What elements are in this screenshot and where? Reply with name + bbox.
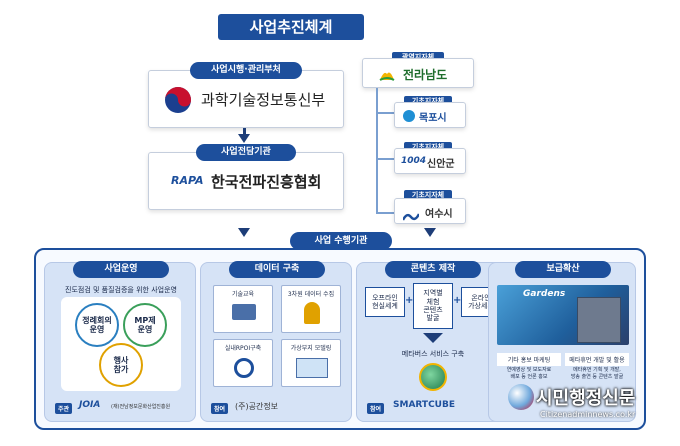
data-cell-education: 기술교육: [213, 285, 273, 333]
connector-line: [376, 88, 378, 214]
content-box-offline: 오프라인 현실세계: [365, 287, 405, 317]
cell-label: 실내RPOI구축: [224, 345, 262, 352]
panel-title: 콘텐츠 제작: [385, 261, 481, 278]
connector-branch: [376, 112, 394, 114]
sinan-logo: 1004: [401, 156, 427, 166]
arrow-down-icon: [238, 134, 250, 143]
page-title: 사업추진체계: [218, 14, 364, 40]
caption-marketing: 기타 홍보 마케팅: [497, 353, 561, 366]
ministry-box: 과학기술정보통신부: [148, 70, 344, 128]
province-name: 전라남도: [403, 68, 448, 82]
agency-header: 사업전담기관: [196, 144, 296, 161]
promo-photo: Gardens: [497, 285, 629, 345]
data-cell-3d: 3차원 데이터 수집: [281, 285, 341, 333]
chevron-down-icon: [423, 333, 443, 343]
building-shape: [577, 297, 621, 343]
local-gov-box-yeosu: 여수시: [394, 198, 466, 224]
arrow-down-icon: [424, 228, 436, 237]
watermark-name: 시민행정신문: [536, 388, 636, 409]
footer-text: (재)전남정보문화산업진흥원: [111, 404, 171, 410]
local-gov-box-sinan: 1004 신안군: [394, 148, 466, 174]
cell-label: 기술교육: [231, 291, 255, 298]
bubble-event: 행사 참가: [99, 343, 143, 387]
yeosu-logo-icon: [401, 207, 421, 221]
ministry-header: 사업시행·관리부처: [190, 62, 302, 79]
connector-branch: [376, 212, 394, 214]
agency-name: 한국전파진흥협회: [211, 173, 322, 191]
local-gov-name: 여수시: [425, 209, 453, 220]
province-header: 광역지자체: [392, 52, 444, 63]
globe-icon: [419, 363, 447, 391]
local-gov-name: 목포시: [419, 113, 447, 124]
jeonnam-logo-icon: [379, 67, 395, 81]
panel-data: 데이터 구축 기술교육 3차원 데이터 수집 실내RPOI구축 가상부지 모델링…: [200, 261, 352, 422]
ministry-name: 과학기술정보통신부: [201, 91, 326, 109]
panel-title: 보급확산: [515, 261, 611, 278]
bubble-meeting: 정례회의 운영: [75, 303, 119, 347]
panel-subtitle: 진도점검 및 품질검증을 위한 사업운영: [65, 286, 177, 294]
plus-icon: +: [405, 295, 414, 306]
mokpo-logo-icon: [403, 110, 415, 122]
joia-logo: JOIA: [79, 400, 101, 410]
center-label: 메타버스 서비스 구축: [401, 350, 465, 358]
arrow-down-icon: [238, 228, 250, 237]
local-gov-header: 기초지자체: [404, 142, 452, 153]
footer-text: (주)공간정보: [235, 402, 279, 411]
local-gov-name: 신안군: [427, 159, 455, 170]
rapa-logo: RAPA: [171, 174, 204, 187]
panel-title: 데이터 구축: [229, 261, 325, 278]
bubble-mp: MP제 운영: [123, 303, 167, 347]
person-icon: [304, 302, 320, 324]
watermark-url: Citizenadminnews.co.kr: [540, 410, 636, 419]
plus-icon: +: [453, 295, 462, 306]
local-gov-header: 기초지자체: [404, 96, 452, 107]
cell-label: 가상부지 모델링: [290, 345, 332, 352]
panel-operations: 사업운영 진도점검 및 품질검증을 위한 사업운영 정례회의 운영 MP제 운영…: [44, 261, 196, 422]
footer-label: 참여: [211, 403, 229, 414]
subcaption-metahuman: 메타휴먼 기획 및 개발, 방송 출연 등 콘텐츠 발굴: [570, 367, 624, 380]
taegeuk-icon: [163, 85, 193, 115]
arrow-stem: [243, 128, 246, 136]
local-gov-box-mokpo: 목포시: [394, 102, 466, 128]
cell-label: 3차원 데이터 수집: [287, 291, 335, 298]
subcaption-marketing: 연예영상 및 보도자료 배포 등 언론 홍보: [506, 367, 552, 380]
performers-header: 사업 수행기관: [290, 232, 392, 250]
photo-text: Gardens: [523, 289, 566, 299]
screen-icon: [296, 358, 328, 378]
laptop-icon: [232, 304, 256, 320]
panel-title: 사업운영: [73, 261, 169, 278]
watermark-logo-icon: [508, 384, 534, 410]
footer-label: 주관: [55, 403, 73, 414]
province-box: 전라남도: [362, 58, 474, 88]
panel-spread: 보급확산 Gardens 기타 홍보 마케팅 메타휴먼 개발 및 활용 연예영상…: [488, 261, 636, 422]
smartcube-logo: SMARTCUBE: [393, 400, 455, 410]
data-cell-poi: 실내RPOI구축: [213, 339, 273, 387]
network-icon: [234, 358, 254, 378]
footer-label: 참여: [367, 403, 385, 414]
caption-metahuman: 메타휴먼 개발 및 활용: [565, 353, 629, 366]
connector-branch: [376, 158, 394, 160]
local-gov-header: 기초지자체: [404, 190, 452, 201]
panel-content: 콘텐츠 제작 오프라인 현실세계 지역별 체험 콘텐츠 발굴 온라인 가상세계 …: [356, 261, 508, 422]
content-box-regional: 지역별 체험 콘텐츠 발굴: [413, 283, 453, 329]
data-cell-modeling: 가상부지 모델링: [281, 339, 341, 387]
